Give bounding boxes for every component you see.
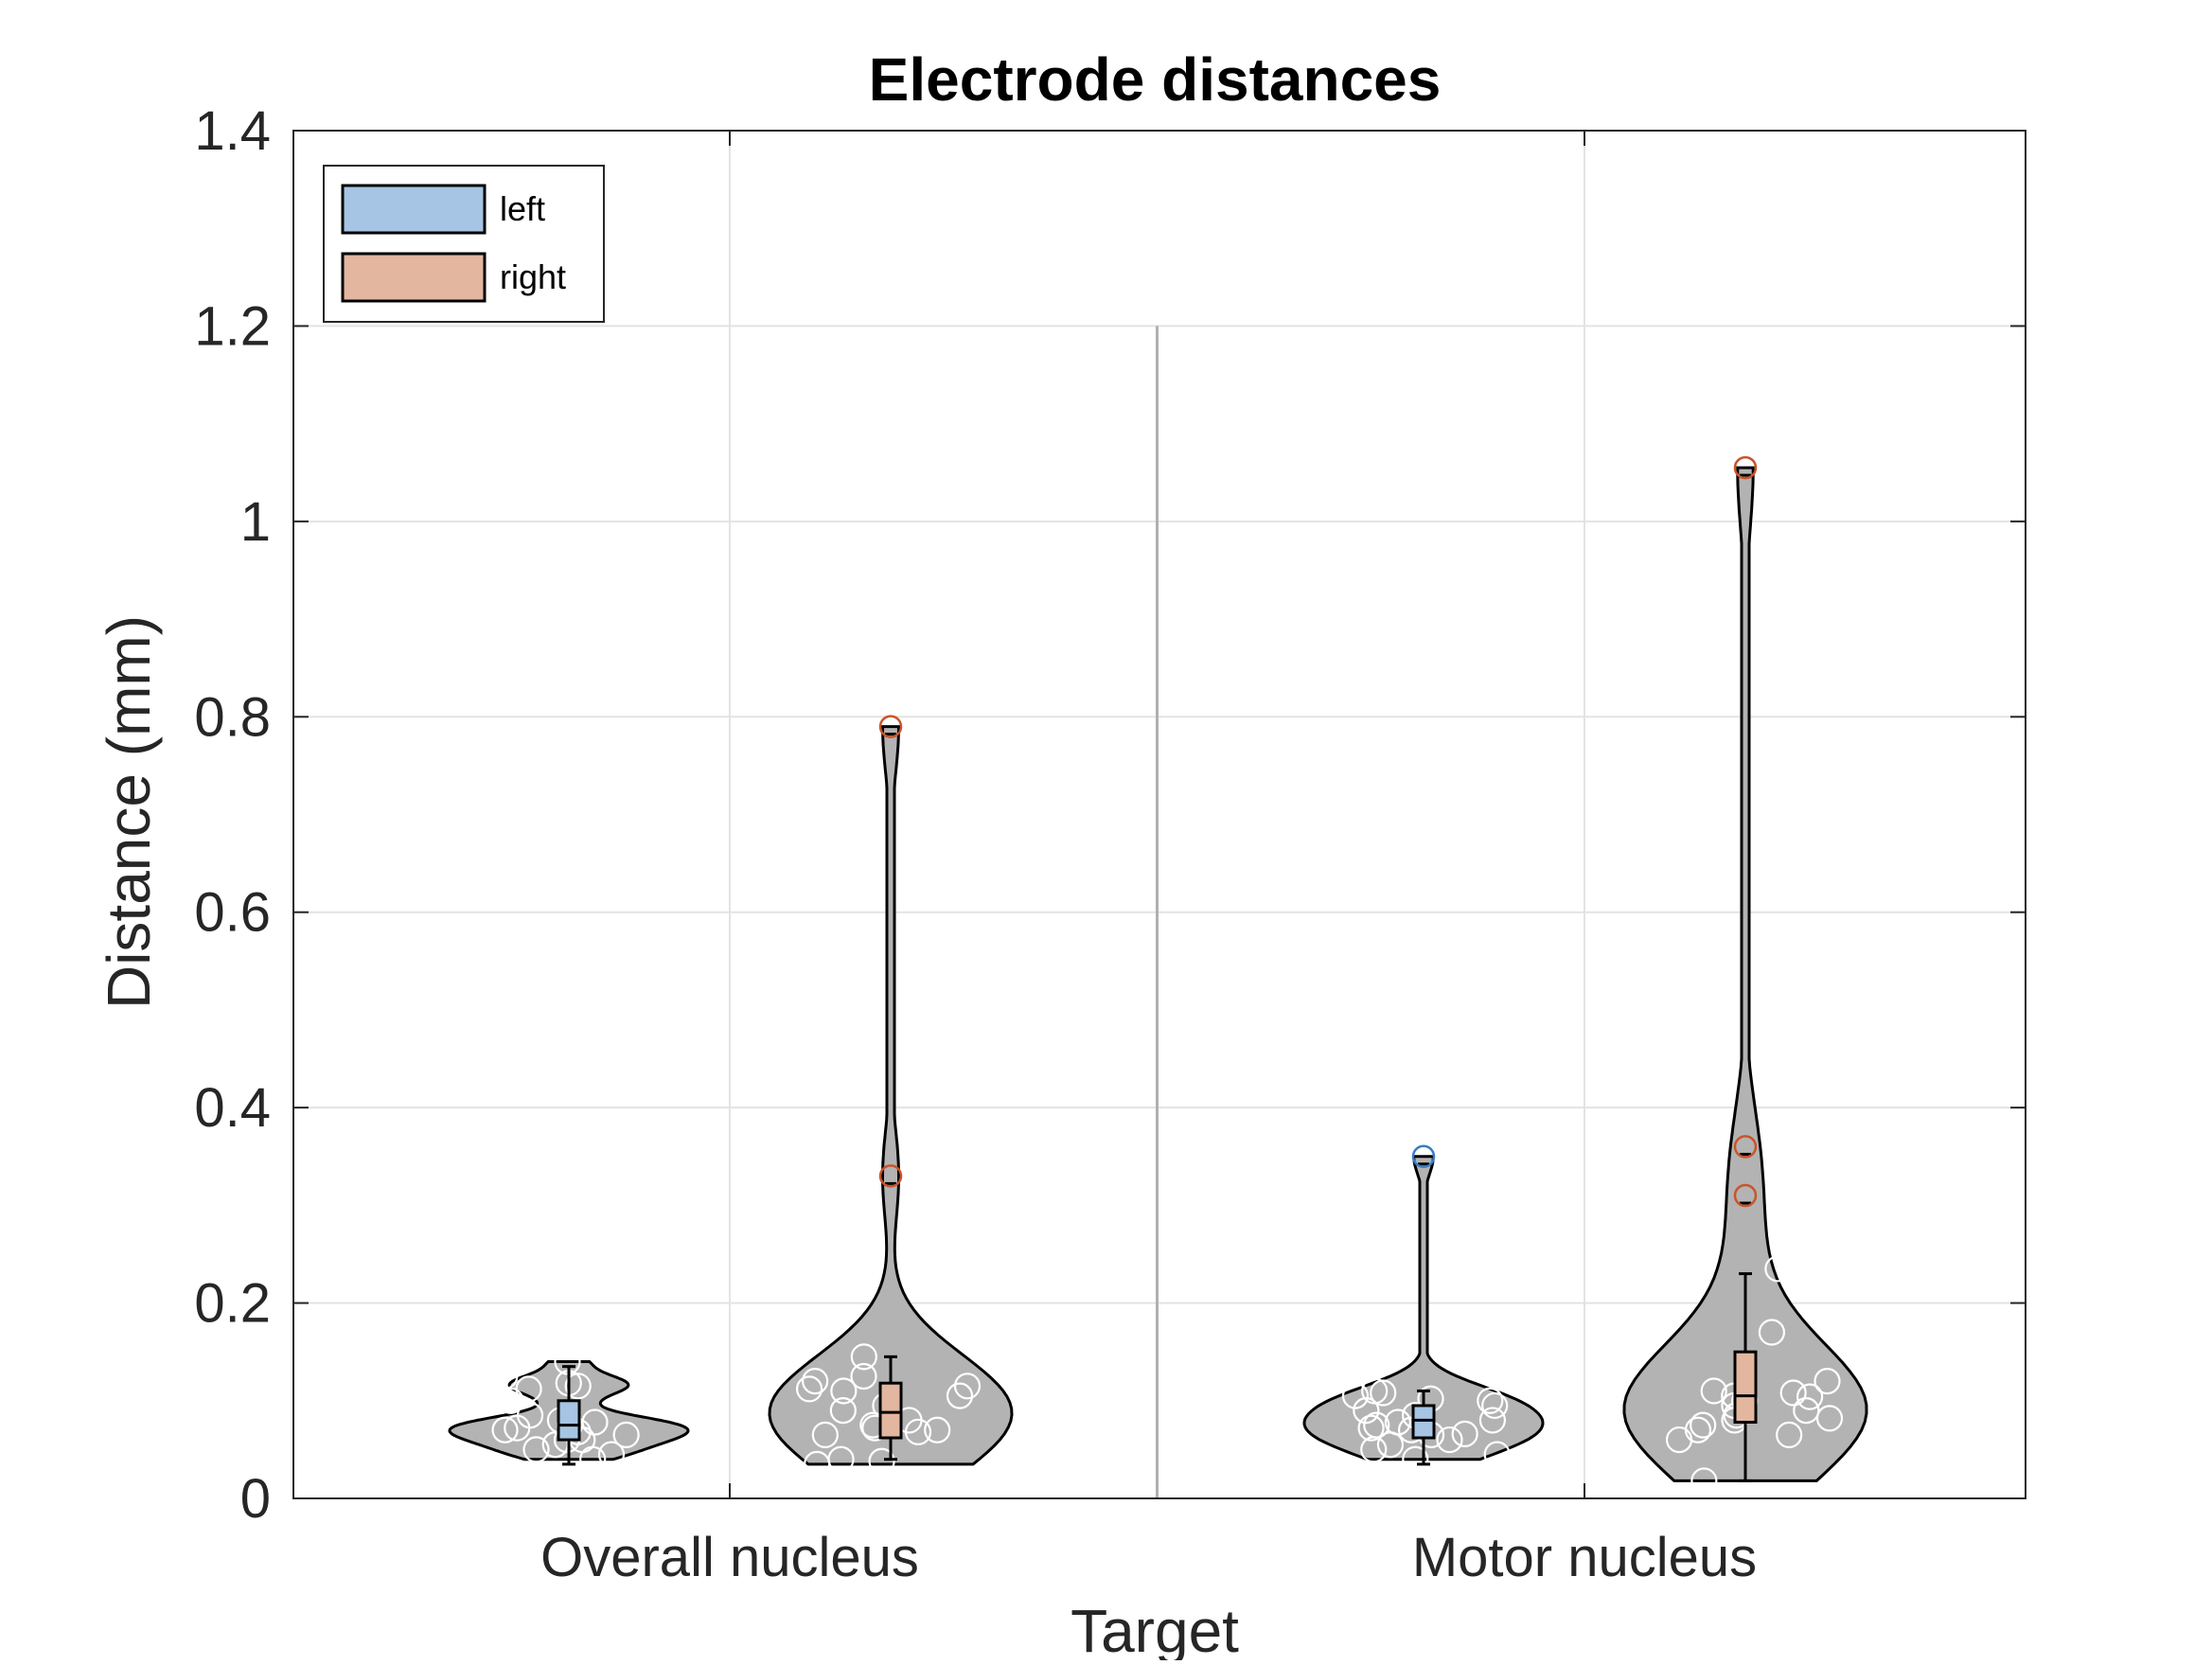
y-tick-label: 0.4 [194,1077,271,1139]
violins [448,455,1868,1495]
legend-label-left: left [500,189,545,228]
legend-label-right: right [500,257,566,296]
data-point [946,1382,974,1409]
data-point [1483,1441,1511,1468]
data-point [924,1416,951,1444]
data-point [1764,1255,1792,1283]
data-point [491,1362,519,1390]
data-point [1779,1379,1807,1407]
y-tick-label: 0 [240,1468,271,1530]
data-point [1796,1383,1824,1410]
outlier-point [1733,1183,1758,1208]
y-axis-label: Distance (mm) [95,615,163,1009]
data-point [1690,1467,1718,1495]
violin-right-1 [1622,466,1868,1482]
data-point [1341,1382,1370,1409]
data-point [1690,1411,1717,1439]
data-point [1451,1420,1478,1447]
data-point [1814,1368,1841,1395]
data-point [581,1408,609,1436]
data-point [1700,1377,1727,1405]
data-point [1815,1405,1844,1432]
data-point [953,1373,982,1400]
box-left [1411,1404,1436,1440]
data-point [1360,1436,1388,1463]
y-tick-label: 1.2 [194,295,271,357]
data-point [491,1416,519,1444]
outlier-point [1733,1135,1758,1159]
y-tick-label: 0.6 [194,882,271,944]
data-point [811,1421,839,1449]
data-point [1665,1426,1693,1454]
data-point [1758,1319,1786,1346]
data-point [515,1375,542,1403]
x-axis-label: Target [1071,1597,1239,1660]
outlier-point [878,715,903,738]
data-point [1353,1397,1380,1425]
x-tick-label: Motor nucleus [1412,1527,1757,1588]
data-point [850,1362,877,1390]
data-point [1361,1377,1389,1405]
violin-right-0 [768,725,1014,1466]
data-point [1477,1387,1504,1414]
data-point [1478,1407,1507,1434]
data-point [597,1441,626,1468]
data-point [554,1348,581,1375]
legend-swatch-left [341,184,487,235]
data-point [579,1445,607,1473]
plot-frame [292,130,2026,1499]
box-left [557,1399,581,1442]
box-right [878,1381,903,1440]
x-tick-label: Overall nucleus [540,1527,919,1588]
data-point [1357,1414,1385,1442]
box-right [1733,1350,1758,1424]
y-tick-label: 0.2 [194,1273,271,1335]
data-point [804,1450,831,1478]
data-point [802,1368,829,1395]
data-point [829,1397,857,1425]
chart-title: Electrode distances [869,45,1442,114]
data-point [1793,1397,1820,1425]
y-tick-label: 0.8 [194,686,271,748]
y-tick-label: 1 [240,491,271,553]
data-point [1776,1421,1803,1449]
outlier-point [1733,455,1758,480]
data-point [504,1414,531,1442]
data-point [1402,1445,1429,1473]
outlier-point [878,1164,903,1188]
grid [293,130,2026,1499]
data-point [1370,1379,1397,1407]
outlier-point [1411,1144,1436,1168]
data-point [522,1436,550,1463]
data-point [1481,1391,1509,1420]
y-tick-label: 1.4 [194,100,271,162]
data-point [1384,1408,1411,1436]
data-point [830,1377,858,1405]
legend: left right [323,165,605,323]
data-point [868,1447,895,1475]
data-point [612,1421,640,1449]
data-point [1436,1426,1463,1454]
legend-swatch-right [341,252,487,303]
data-point [795,1375,823,1403]
data-point [904,1418,932,1445]
data-point [850,1343,877,1371]
